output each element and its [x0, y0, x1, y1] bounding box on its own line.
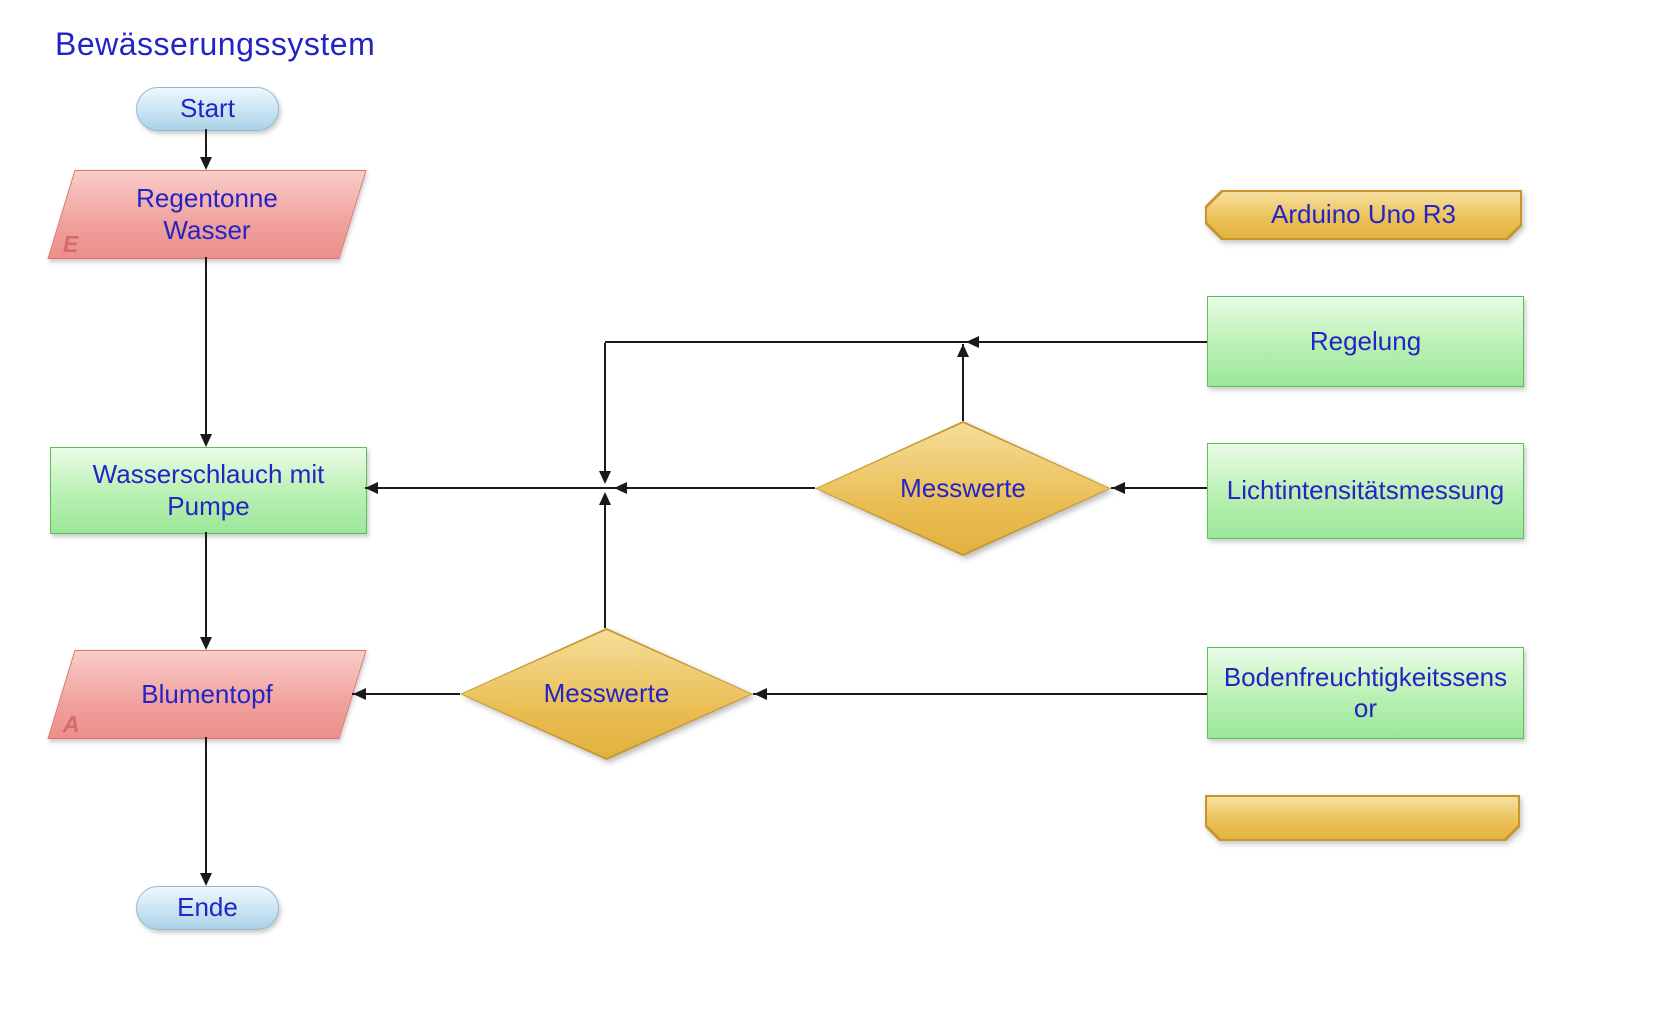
arrowhead-regelung-line-icon — [966, 336, 979, 348]
node-arduino-uno-r3[interactable]: Arduino Uno R3 — [1205, 190, 1522, 240]
node-ende[interactable]: Ende — [136, 886, 279, 930]
edge-messwerte-boden-blumentopf — [352, 693, 460, 695]
edge-messwerte-licht-up — [962, 344, 964, 421]
edge-wasserschlauch-blumentopf — [205, 532, 207, 640]
node-bodenfeuchtigkeitssensor[interactable]: Bodenfreuchtigkeitssens or — [1207, 647, 1524, 739]
arrowhead-into-wasserschlauch-right-icon — [365, 482, 378, 494]
node-blumentopf-label: Blumentopf — [141, 678, 273, 709]
arrowhead-into-blumentopf-top-icon — [200, 637, 212, 650]
edge-start-regentonne — [205, 129, 207, 161]
node-regentonne-wasser[interactable]: Regentonne Wasser E — [47, 170, 367, 259]
arrowhead-midline-left-icon — [614, 482, 627, 494]
node-lichtintensitaetsmessung[interactable]: Lichtintensitätsmessung — [1207, 443, 1524, 539]
edge-blumentopf-ende — [205, 737, 207, 877]
node-messwerte-licht[interactable]: Messwerte — [815, 421, 1111, 556]
edge-licht-messwerte — [1111, 487, 1207, 489]
edge-regelung-left — [605, 341, 1207, 343]
diagram-title: Bewässerungssystem — [55, 26, 376, 62]
node-bodensensor-label: Bodenfreuchtigkeitssens or — [1223, 661, 1508, 723]
arrowhead-into-messwerte-licht-icon — [1112, 482, 1125, 494]
arrowhead-into-regentonne-icon — [200, 157, 212, 170]
arrowhead-into-ende-icon — [200, 873, 212, 886]
arrowhead-junction-down-icon — [599, 471, 611, 484]
node-messwerte-boden[interactable]: Messwerte — [460, 628, 753, 760]
arrowhead-into-wasserschlauch-top-icon — [200, 434, 212, 447]
node-blumentopf-corner-letter: A — [62, 711, 80, 737]
edge-messwerte-licht-wasserschlauch — [365, 487, 815, 489]
node-blumentopf[interactable]: Blumentopf A — [47, 650, 367, 739]
node-ende-label: Ende — [177, 892, 238, 923]
node-start-label: Start — [180, 93, 235, 124]
arrowhead-into-messwerte-boden-icon — [754, 688, 767, 700]
node-wasserschlauch-pumpe[interactable]: Wasserschlauch mit Pumpe — [50, 447, 367, 534]
node-regentonne-label: Regentonne Wasser — [136, 183, 278, 245]
node-start[interactable]: Start — [136, 87, 279, 131]
node-regelung-label: Regelung — [1309, 325, 1422, 356]
arrowhead-up-into-regelung-line-icon — [957, 344, 969, 357]
node-wasserschlauch-label: Wasserschlauch mit Pumpe — [92, 459, 325, 521]
arrowhead-into-blumentopf-right-icon — [353, 688, 366, 700]
node-messwerte-licht-label: Messwerte — [900, 472, 1026, 503]
node-messwerte-boden-label: Messwerte — [543, 678, 670, 709]
edge-messwerte-boden-up — [604, 505, 606, 628]
node-regentonne-corner-letter: E — [62, 231, 79, 257]
node-arduino-label: Arduino Uno R3 — [1271, 199, 1456, 230]
edge-regentonne-wasserschlauch — [205, 257, 207, 437]
edge-junction-down — [604, 343, 606, 475]
arrowhead-junction-up-icon — [599, 492, 611, 505]
node-regelung[interactable]: Regelung — [1207, 296, 1524, 387]
node-blank-tab[interactable] — [1205, 795, 1520, 841]
edge-boden-messwerte — [753, 693, 1207, 695]
node-lichtmessung-label: Lichtintensitätsmessung — [1226, 475, 1505, 506]
